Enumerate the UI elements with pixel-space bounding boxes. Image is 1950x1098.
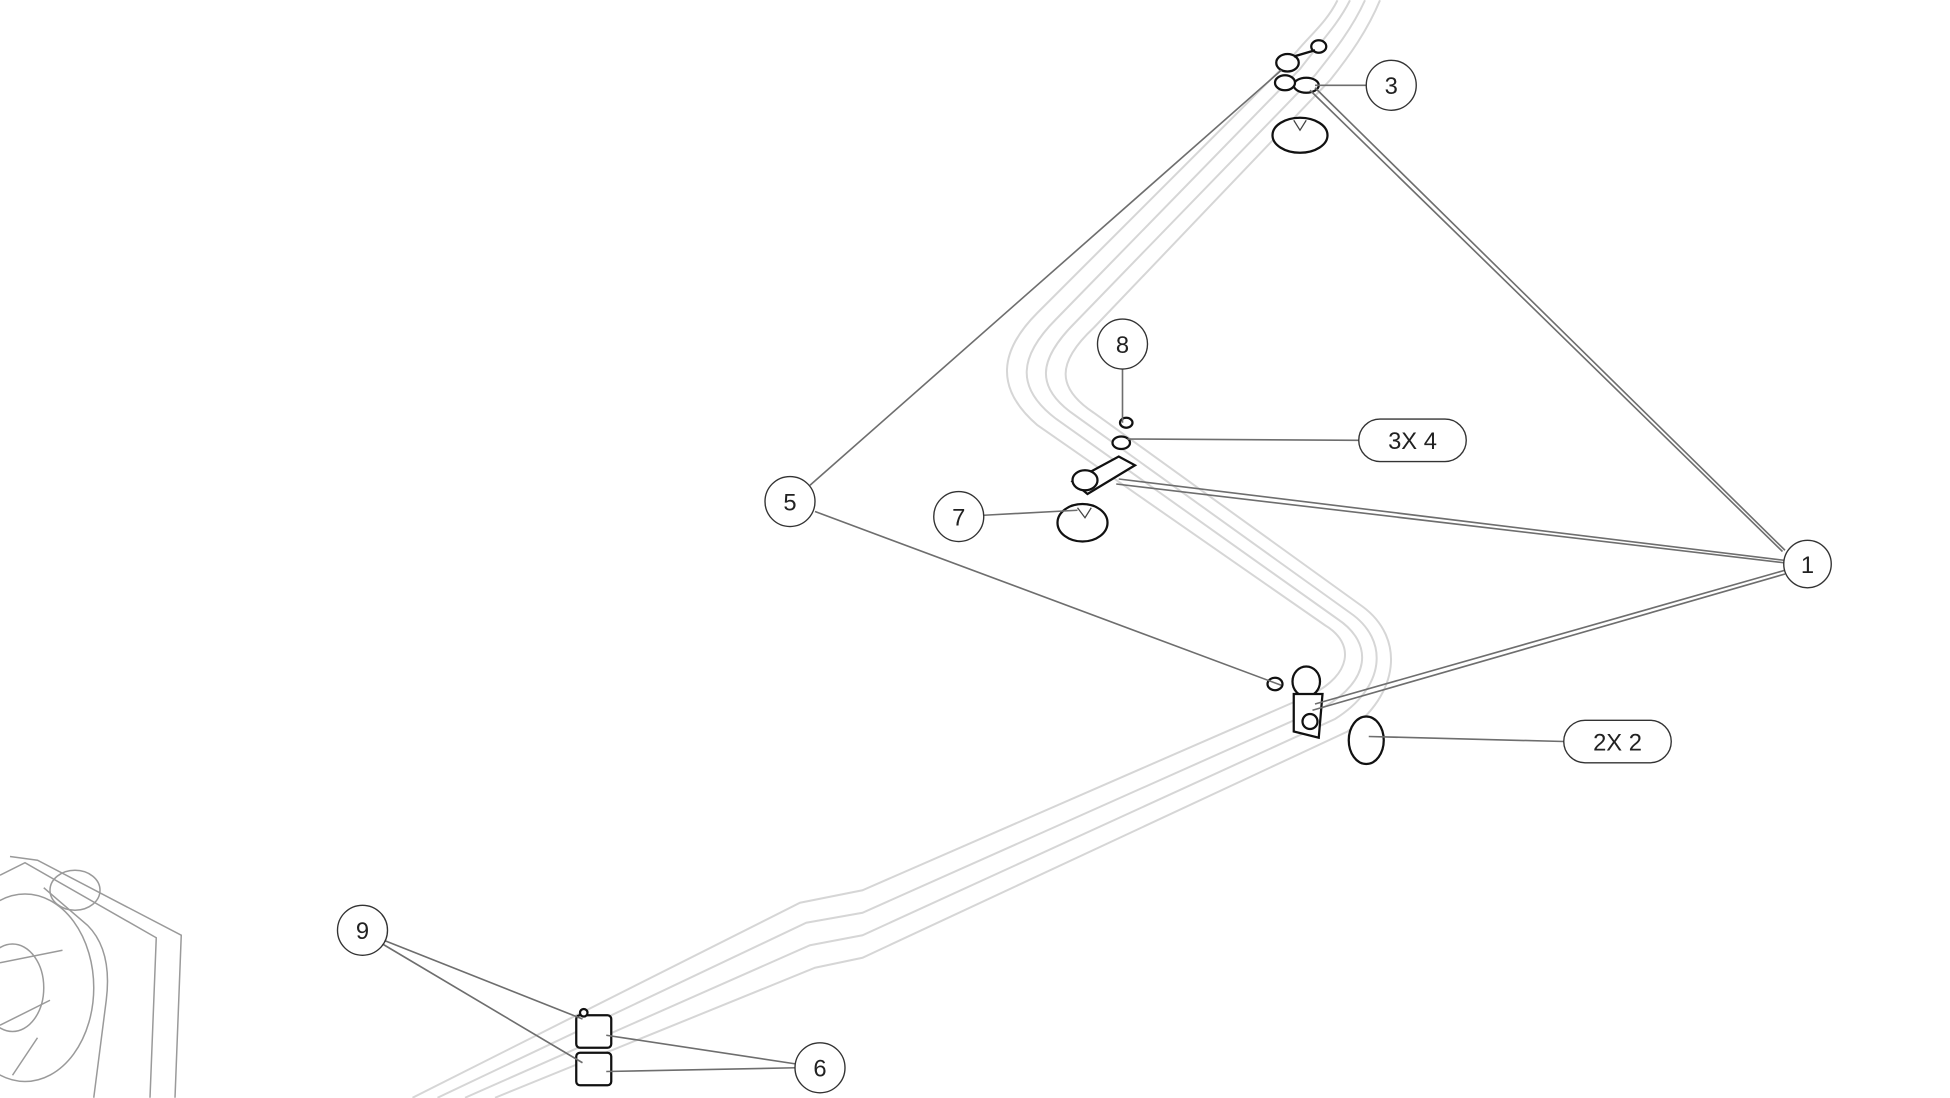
callout-2x2: 2X 2: [1563, 719, 1672, 764]
clip-pair: [575, 1007, 613, 1087]
callout-9: 9: [336, 904, 389, 956]
callout-1: 1: [1783, 539, 1832, 589]
callout-5: 5: [764, 475, 816, 528]
clamp-middle: [1056, 416, 1138, 543]
callout-6: 6: [794, 1042, 846, 1094]
callout-label: 3: [1385, 73, 1398, 100]
callout-label: 8: [1116, 332, 1129, 359]
callout-label: 2X 2: [1593, 729, 1642, 756]
fan-unit: [0, 855, 183, 1098]
callout-7: 7: [933, 490, 985, 543]
pipe-bundle: [412, 0, 1392, 1098]
callout-label: 9: [356, 918, 369, 945]
callout-label: 7: [952, 504, 965, 531]
callout-label: 6: [813, 1056, 826, 1083]
callout-8: 8: [1096, 318, 1149, 370]
clamp-top: [1271, 39, 1329, 154]
callout-label: 3X 4: [1388, 428, 1437, 455]
leader-lines: [382, 69, 1786, 1073]
callout-label: 1: [1801, 552, 1814, 579]
callout-3: 3: [1365, 59, 1417, 111]
callout-3x4: 3X 4: [1358, 418, 1467, 463]
clamp-lower: [1266, 665, 1385, 766]
callout-label: 5: [783, 489, 796, 516]
